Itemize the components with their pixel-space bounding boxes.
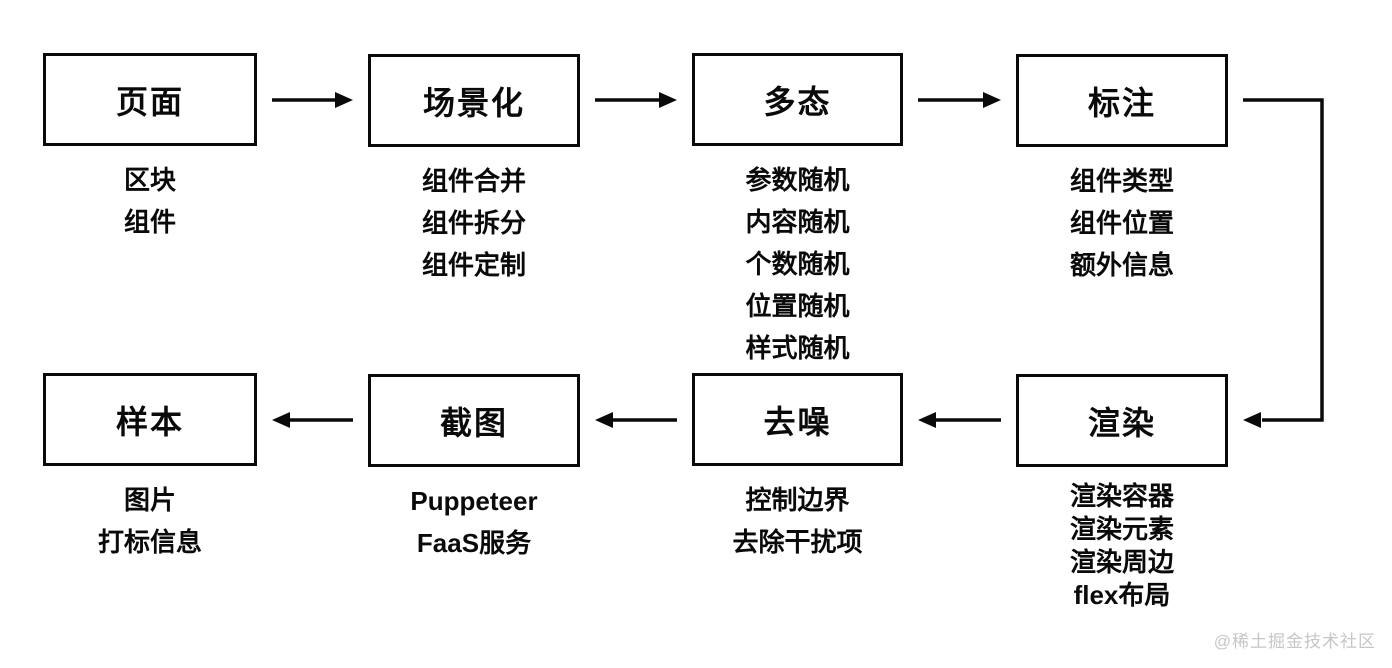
list-item: 参数随机 [745, 165, 850, 195]
stage-polymorphism-list: 参数随机 内容随机 个数随机 位置随机 样式随机 [692, 159, 903, 369]
stage-denoise-box: 去噪 [692, 373, 903, 466]
stage-denoise: 去噪 控制边界 去除干扰项 [692, 373, 903, 563]
stage-polymorphism-title: 多态 [763, 83, 832, 120]
stage-scenario-list: 组件合并 组件拆分 组件定制 [368, 160, 580, 286]
stage-sample-list: 图片 打标信息 [43, 479, 257, 563]
list-item: 额外信息 [1069, 250, 1174, 280]
list-item: 组件定制 [421, 250, 526, 280]
arrow-polymorphism-to-annotation [918, 92, 1001, 108]
stage-annotation: 标注 组件类型 组件位置 额外信息 [1016, 54, 1228, 286]
list-item: flex布局 [1073, 580, 1171, 610]
stage-page: 页面 区块 组件 [43, 53, 257, 243]
stage-page-list: 区块 组件 [43, 159, 257, 243]
stage-screenshot: 截图 Puppeteer FaaS服务 [368, 374, 580, 564]
list-item: 渲染容器 [1069, 481, 1174, 511]
stage-render-title: 渲染 [1087, 404, 1156, 441]
stage-scenario-title: 场景化 [422, 84, 525, 121]
arrow-page-to-scenario [272, 92, 353, 108]
stage-scenario-box: 场景化 [368, 54, 580, 147]
stage-polymorphism-box: 多态 [692, 53, 903, 146]
list-item: 去除干扰项 [732, 527, 863, 557]
stage-scenario: 场景化 组件合并 组件拆分 组件定制 [368, 54, 580, 286]
list-item: 位置随机 [745, 291, 850, 321]
list-item: 组件合并 [421, 166, 526, 196]
list-item: 组件 [123, 207, 176, 237]
list-item: 区块 [123, 165, 176, 195]
stage-screenshot-box: 截图 [368, 374, 580, 467]
arrow-annotation-to-render [1243, 98, 1324, 428]
list-item: 样式随机 [745, 333, 850, 363]
list-item: 内容随机 [745, 207, 850, 237]
list-item: 组件位置 [1069, 208, 1174, 238]
stage-annotation-title: 标注 [1087, 84, 1156, 121]
list-item: 个数随机 [745, 249, 850, 279]
stage-screenshot-list: Puppeteer FaaS服务 [368, 480, 580, 564]
stage-sample-box: 样本 [43, 373, 257, 466]
watermark: @稀土掘金技术社区 [1213, 632, 1376, 651]
arrow-denoise-to-screenshot [595, 412, 677, 428]
arrow-screenshot-to-sample [272, 412, 353, 428]
stage-render-box: 渲染 [1016, 374, 1228, 467]
list-item: 打标信息 [97, 527, 202, 557]
list-item: 控制边界 [745, 485, 850, 515]
stage-sample-title: 样本 [115, 403, 184, 440]
list-item: FaaS服务 [416, 528, 532, 558]
arrow-render-to-denoise [918, 412, 1001, 428]
list-item: Puppeteer [410, 486, 538, 516]
list-item: 组件拆分 [421, 208, 526, 238]
stage-denoise-title: 去噪 [763, 403, 832, 440]
stage-render: 渲染 渲染容器 渲染元素 渲染周边 flex布局 [1016, 374, 1228, 612]
stage-annotation-box: 标注 [1016, 54, 1228, 147]
stage-page-title: 页面 [115, 83, 184, 120]
list-item: 组件类型 [1069, 166, 1174, 196]
list-item: 渲染周边 [1069, 547, 1174, 577]
arrow-scenario-to-polymorphism [595, 92, 677, 108]
stage-annotation-list: 组件类型 组件位置 额外信息 [1016, 160, 1228, 286]
list-item: 渲染元素 [1069, 514, 1174, 544]
list-item: 图片 [123, 485, 176, 515]
stage-sample: 样本 图片 打标信息 [43, 373, 257, 563]
stage-screenshot-title: 截图 [439, 404, 508, 441]
stage-polymorphism: 多态 参数随机 内容随机 个数随机 位置随机 样式随机 [692, 53, 903, 369]
stage-render-list: 渲染容器 渲染元素 渲染周边 flex布局 [1016, 480, 1228, 612]
stage-denoise-list: 控制边界 去除干扰项 [692, 479, 903, 563]
stage-page-box: 页面 [43, 53, 257, 146]
